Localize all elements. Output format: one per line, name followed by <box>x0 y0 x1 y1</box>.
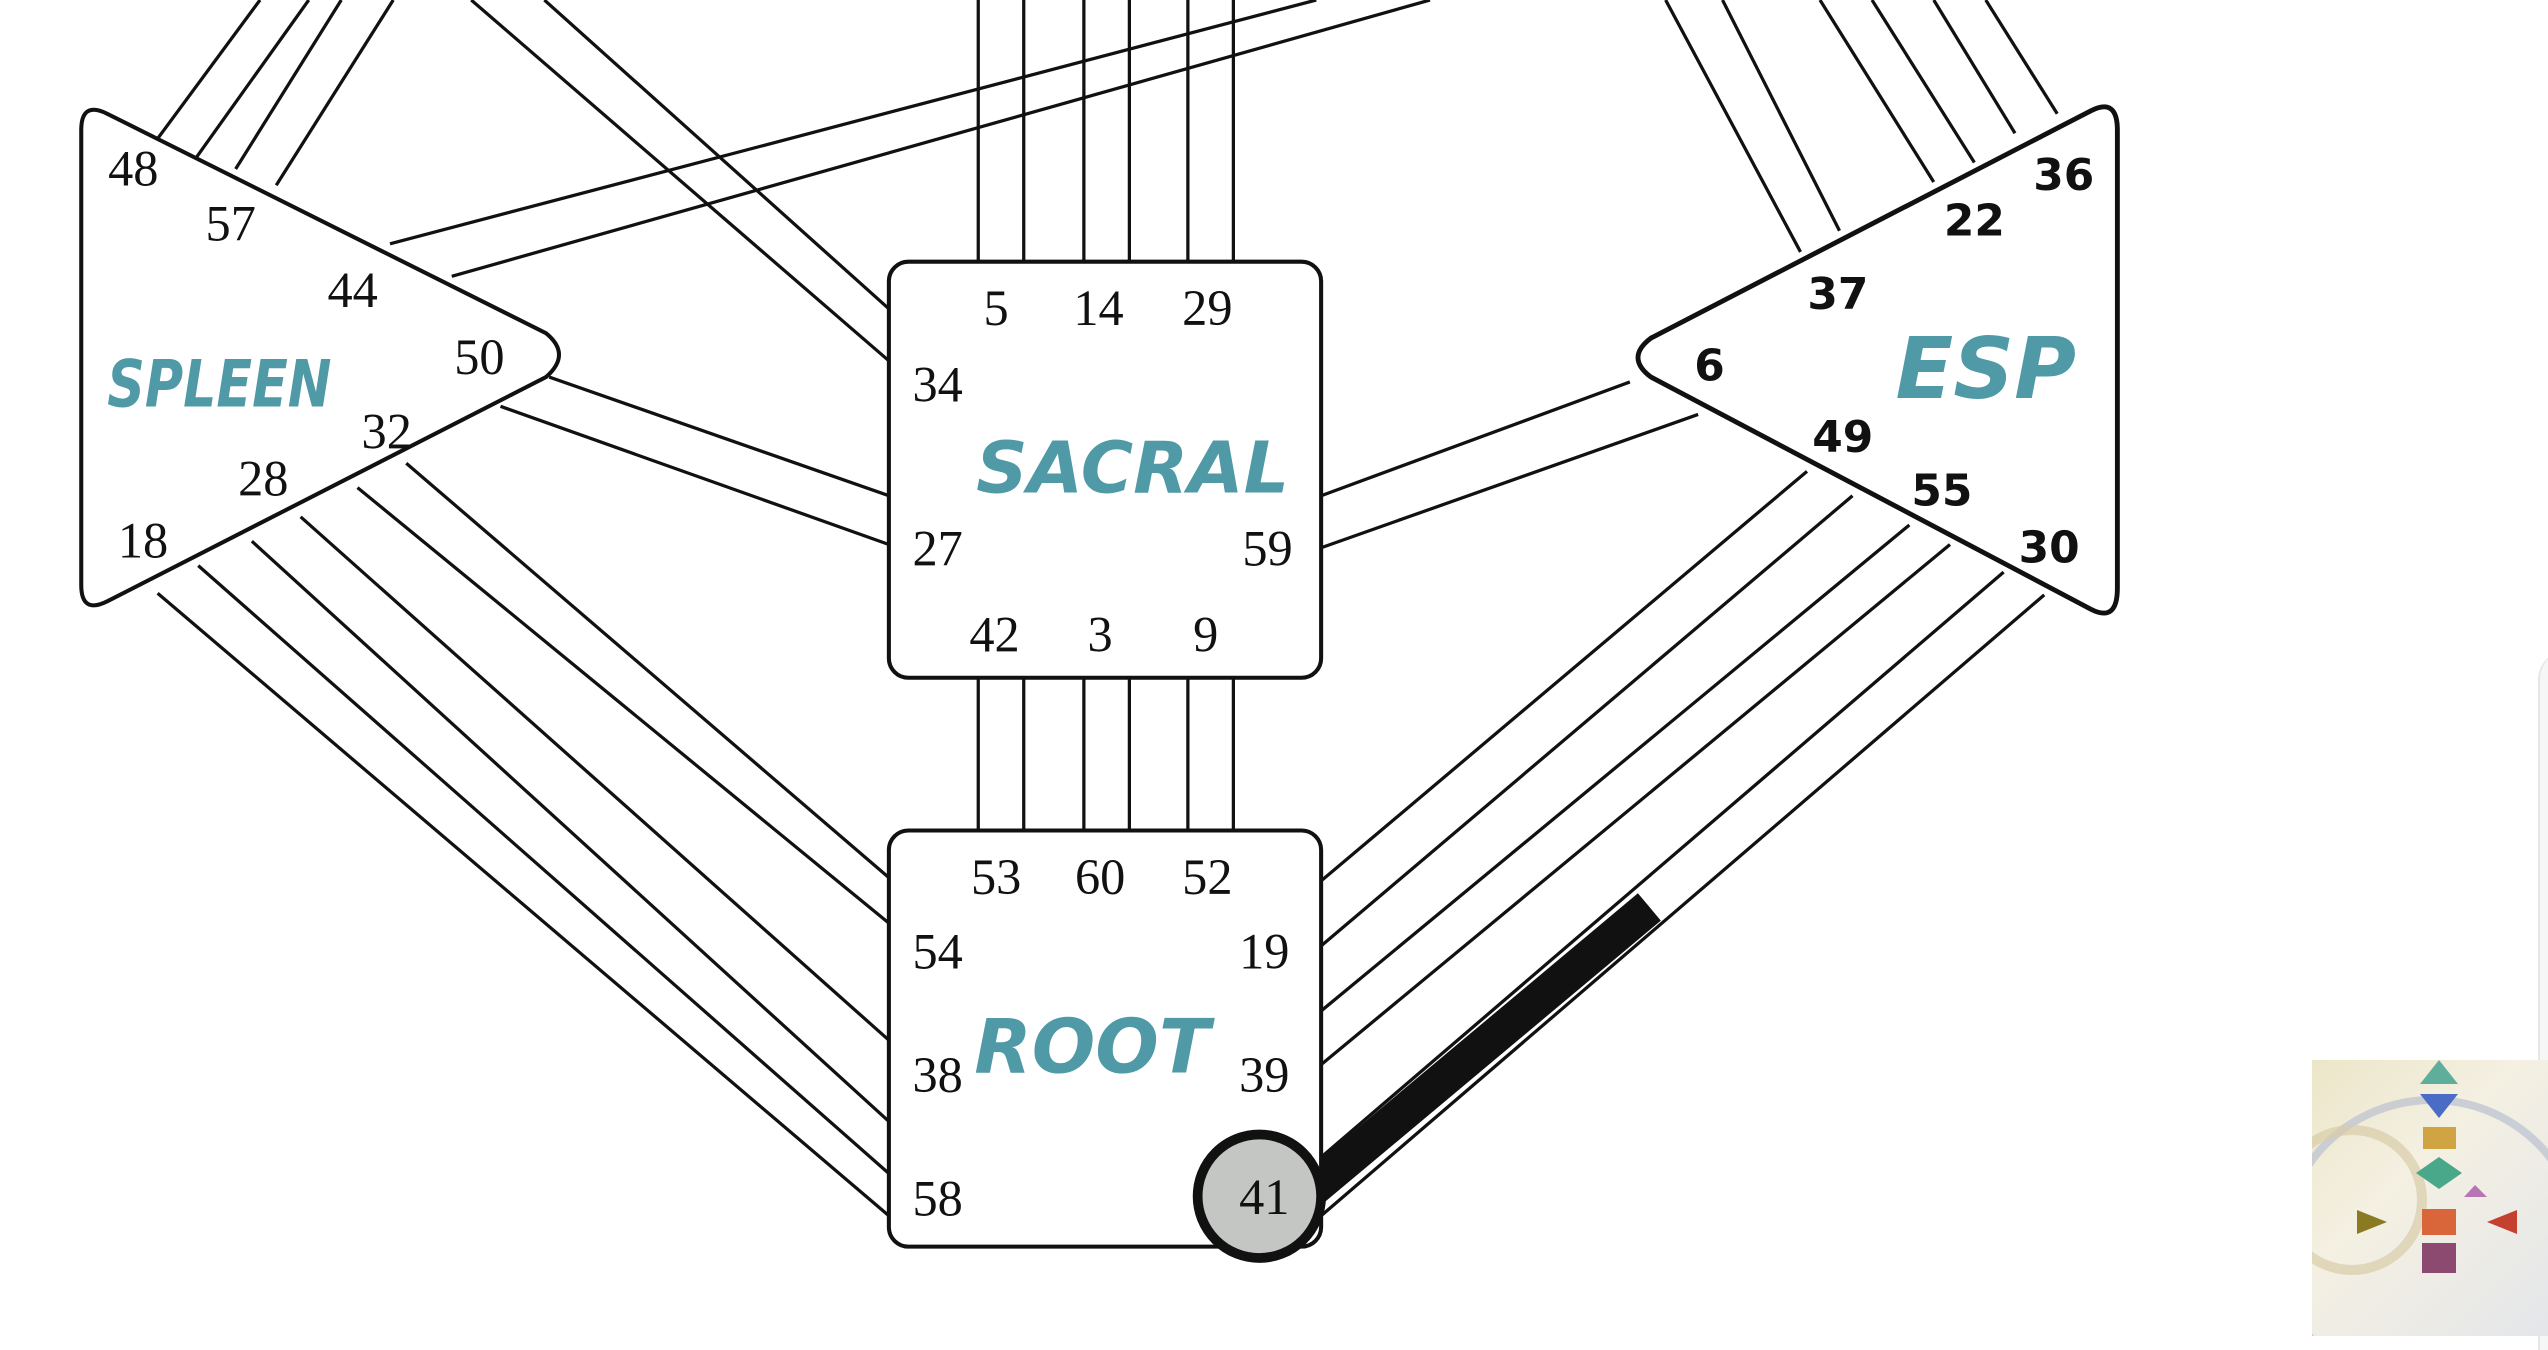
gate[interactable]: 32 <box>362 404 412 460</box>
gate[interactable]: 9 <box>1193 607 1218 663</box>
gate[interactable]: 22 <box>1944 196 2005 247</box>
center-label: ESP <box>1896 320 2076 418</box>
gate[interactable]: 39 <box>1239 1047 1289 1103</box>
gate[interactable]: 48 <box>108 140 158 196</box>
highlighted-gate-marker[interactable] <box>1192 1129 1326 1263</box>
bodygraph-thumbnail[interactable] <box>2312 1060 2548 1336</box>
gate[interactable]: 5 <box>984 280 1009 336</box>
gate[interactable]: 19 <box>1239 924 1289 980</box>
gate-highlighted[interactable]: 41 <box>1239 1169 1289 1225</box>
gate[interactable]: 37 <box>1807 269 1868 320</box>
center-spleen[interactable]: SPLEEN 48 57 44 50 32 28 18 <box>79 107 562 608</box>
center-label: SACRAL <box>976 426 1289 509</box>
gate[interactable]: 34 <box>912 356 962 412</box>
gate[interactable]: 3 <box>1088 607 1113 663</box>
gate[interactable]: 18 <box>118 512 168 568</box>
center-root[interactable]: ROOT 53 60 52 54 19 38 39 58 41 <box>886 828 1326 1263</box>
gate[interactable]: 36 <box>2033 150 2094 201</box>
gate[interactable]: 57 <box>206 196 256 252</box>
gate[interactable]: 58 <box>912 1171 962 1227</box>
gate[interactable]: 6 <box>1694 340 1725 391</box>
center-sacral[interactable]: SACRAL 5 14 29 34 27 59 42 3 9 <box>886 259 1324 680</box>
gate[interactable]: 59 <box>1242 521 1292 577</box>
bodygraph-thumbnail-icon <box>2312 1060 2548 1336</box>
gate[interactable]: 27 <box>912 521 962 577</box>
center-esp[interactable]: ESP 36 22 37 6 49 55 30 <box>1635 104 2120 616</box>
gate[interactable]: 38 <box>912 1047 962 1103</box>
gate[interactable]: 53 <box>971 849 1021 905</box>
gate[interactable]: 42 <box>969 607 1019 663</box>
channels <box>153 0 2059 1217</box>
side-panel-edge[interactable] <box>2538 650 2548 1350</box>
gate[interactable]: 52 <box>1182 849 1232 905</box>
center-label: ROOT <box>974 1004 1215 1091</box>
gate[interactable]: 54 <box>912 924 962 980</box>
gate[interactable]: 49 <box>1812 412 1873 463</box>
gate[interactable]: 44 <box>327 262 377 318</box>
gate[interactable]: 55 <box>1911 465 1972 516</box>
gate[interactable]: 14 <box>1073 280 1123 336</box>
gate[interactable]: 29 <box>1182 280 1232 336</box>
active-channel-41-30 <box>1288 893 1661 1214</box>
gate[interactable]: 60 <box>1075 849 1125 905</box>
gate[interactable]: 50 <box>454 329 504 385</box>
gate[interactable]: 30 <box>2019 522 2080 573</box>
gate[interactable]: 28 <box>238 451 288 507</box>
center-label: SPLEEN <box>107 347 331 422</box>
